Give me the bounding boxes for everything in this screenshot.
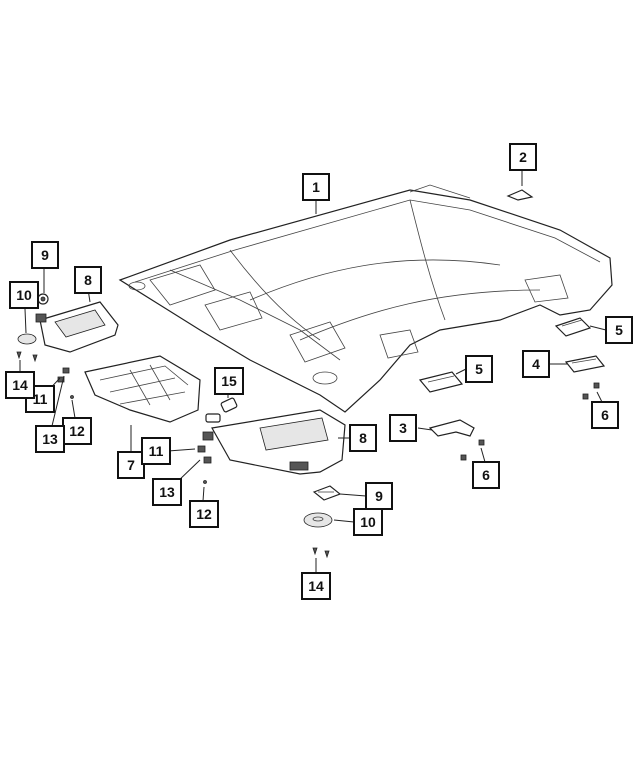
svg-text:6: 6	[482, 467, 490, 483]
svg-text:8: 8	[359, 430, 367, 446]
svg-text:2: 2	[519, 149, 527, 165]
svg-text:13: 13	[42, 431, 58, 447]
svg-text:15: 15	[221, 373, 237, 389]
svg-text:9: 9	[375, 488, 383, 504]
svg-text:8: 8	[84, 272, 92, 288]
callout-15: 15	[214, 367, 244, 395]
svg-text:12: 12	[69, 423, 85, 439]
svg-text:4: 4	[532, 356, 540, 372]
left-visor-clip	[37, 293, 49, 305]
left-sun-visor	[35, 301, 119, 353]
callout-5-front: 5	[465, 355, 493, 383]
assist-handle-front	[418, 371, 464, 393]
callout-14-left: 14	[5, 371, 35, 399]
svg-text:7: 7	[127, 457, 135, 473]
callout-8-right: 8	[349, 424, 377, 452]
headliner-panel	[118, 184, 613, 413]
right-visor-bezel	[303, 512, 333, 528]
svg-text:5: 5	[475, 361, 483, 377]
callout-10-right: 10	[353, 508, 383, 536]
clips-6-rear	[582, 382, 600, 400]
svg-text:6: 6	[601, 407, 609, 423]
callout-5-rear: 5	[605, 316, 633, 344]
svg-text:11: 11	[33, 391, 48, 407]
callout-12-center: 12	[189, 500, 219, 528]
svg-text:5: 5	[615, 322, 623, 338]
callout-12-left: 12	[62, 417, 92, 445]
svg-text:14: 14	[12, 377, 28, 393]
callout-13-left: 13	[35, 425, 65, 453]
screws-14-left	[16, 351, 38, 363]
svg-text:10: 10	[360, 514, 376, 530]
callout-8-left: 8	[74, 266, 102, 294]
fasteners-left	[57, 367, 74, 399]
svg-text:3: 3	[399, 420, 407, 436]
callout-14-bottom: 14	[301, 572, 331, 600]
right-visor-clip	[312, 485, 342, 501]
svg-text:12: 12	[196, 506, 212, 522]
callout-6-front: 6	[472, 461, 500, 489]
assist-handle-4	[564, 355, 606, 373]
callout-9-left: 9	[31, 241, 59, 269]
svg-text:9: 9	[41, 247, 49, 263]
overhead-console-bracket	[84, 355, 201, 423]
callout-4: 4	[522, 350, 550, 378]
assist-handle-rear	[554, 317, 592, 337]
svg-text:11: 11	[149, 443, 164, 459]
left-visor-bezel	[17, 333, 37, 345]
right-sun-visor	[202, 409, 346, 475]
callout-10-left: 10	[9, 281, 39, 309]
callout-1: 1	[302, 173, 330, 201]
callout-2: 2	[509, 143, 537, 171]
callout-9-right: 9	[365, 482, 393, 510]
screws-14-bottom	[312, 547, 330, 559]
part-2-bezel	[506, 189, 534, 201]
assist-handle-3	[428, 419, 475, 437]
fasteners-center	[197, 445, 212, 484]
callout-7: 7	[117, 451, 145, 479]
callout-13-center: 13	[152, 478, 182, 506]
callout-6-rear: 6	[591, 401, 619, 429]
callout-11-center: 11	[141, 437, 171, 465]
svg-text:14: 14	[308, 578, 324, 594]
svg-text:13: 13	[159, 484, 175, 500]
svg-text:1: 1	[312, 179, 320, 195]
dome-lamp	[205, 397, 238, 423]
callout-3: 3	[389, 414, 417, 442]
svg-text:10: 10	[16, 287, 32, 303]
clips-6-front	[460, 439, 485, 461]
